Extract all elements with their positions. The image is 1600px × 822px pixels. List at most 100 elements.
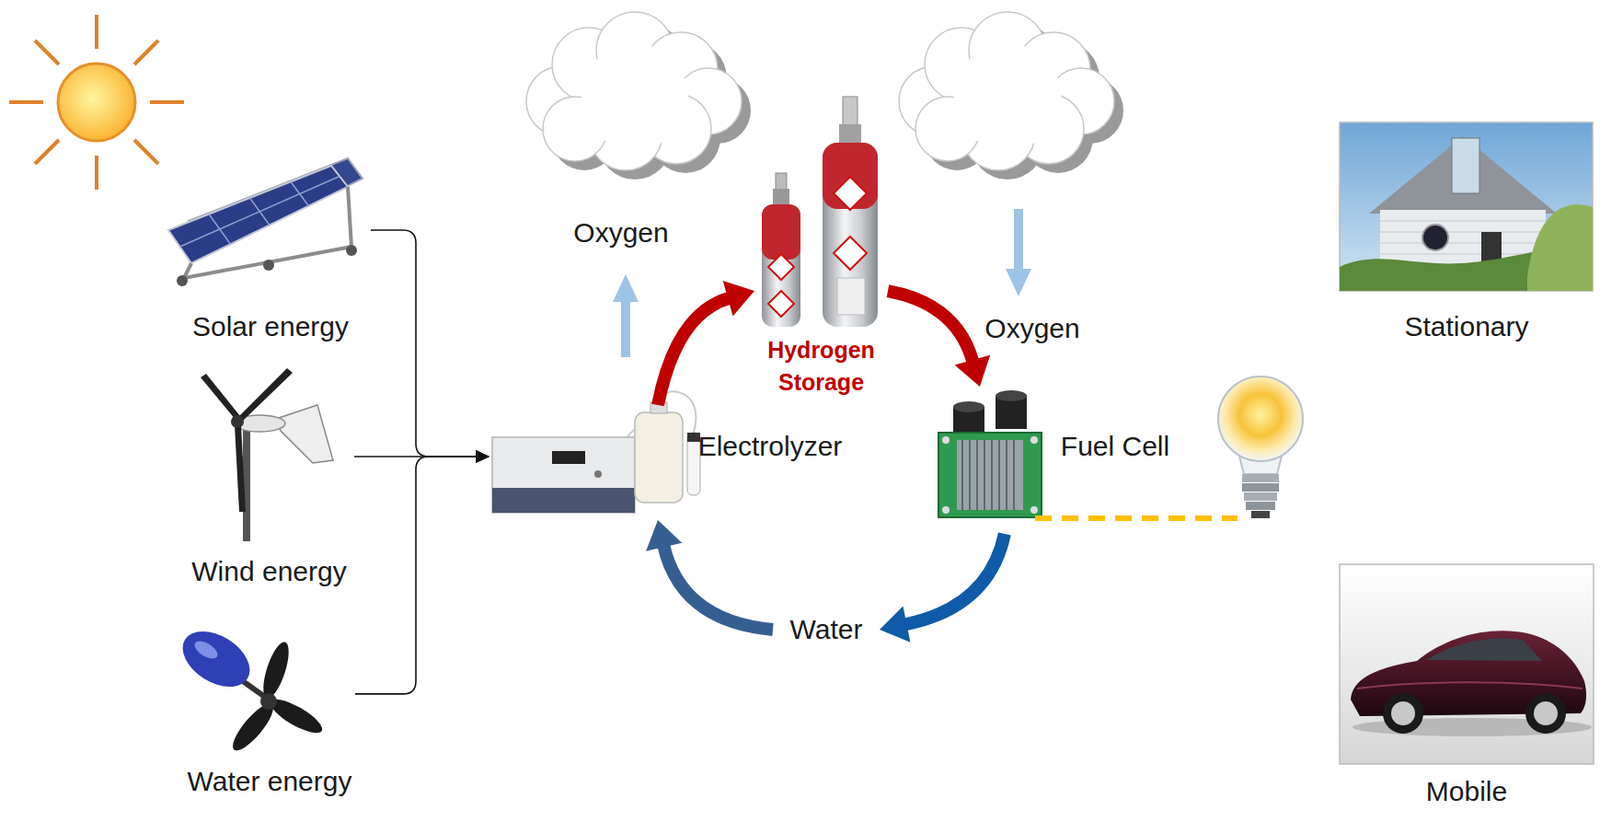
solar-panel	[347, 186, 352, 247]
car-photo	[1382, 692, 1424, 734]
cloud	[535, 21, 751, 180]
gas-cylinder	[822, 142, 878, 327]
connector-line	[904, 533, 1005, 625]
cloud	[526, 11, 751, 180]
gas-cylinder	[761, 204, 801, 260]
solar-panel	[184, 186, 352, 278]
connector-line	[354, 455, 477, 458]
solar-panel	[263, 259, 275, 271]
connector-line	[657, 298, 730, 405]
sun	[94, 155, 99, 190]
cycle-arrow	[657, 280, 755, 405]
water-turbine	[172, 620, 260, 699]
fuel-cell-stack	[983, 439, 986, 510]
oxygen-arrow	[612, 274, 639, 302]
wind-turbine	[234, 425, 246, 512]
solar-panel	[180, 176, 341, 248]
bracket-connector	[370, 230, 490, 463]
electrolyzer-device	[594, 470, 602, 478]
wind-turbine	[238, 368, 293, 422]
cloud	[581, 43, 689, 150]
car-photo	[1525, 692, 1566, 734]
house-photo	[1380, 242, 1546, 244]
node-caption: Solar energy	[170, 310, 371, 344]
solar-panel	[168, 158, 363, 287]
wind-turbine	[200, 373, 241, 420]
car-photo	[1391, 701, 1416, 726]
car-photo	[1357, 681, 1583, 689]
fuel-cell-stack	[956, 439, 1024, 510]
water-turbine	[260, 692, 277, 710]
solar-panel	[184, 246, 352, 278]
light-bulb	[1218, 376, 1303, 518]
water-node: Water	[772, 609, 880, 650]
node-caption: Hydrogen Storage	[754, 333, 888, 399]
light-bulb	[1251, 510, 1270, 518]
node-caption: Mobile	[1339, 774, 1594, 808]
cloud	[898, 11, 1115, 171]
node-caption: Water	[772, 612, 880, 646]
connector-line	[887, 290, 973, 362]
house-photo	[1527, 204, 1593, 291]
wind-turbine	[230, 414, 244, 428]
fuel-cell-stack	[1030, 506, 1038, 514]
light-bulb	[1242, 473, 1279, 483]
power-line	[1035, 515, 1238, 521]
fuel-cell-stack	[1012, 439, 1015, 510]
fuel-cell-stack	[976, 439, 979, 510]
wind-turbine	[200, 368, 334, 542]
light-bulb	[1245, 501, 1276, 510]
arrow-head	[723, 280, 755, 317]
sun	[149, 100, 185, 104]
fuel-cell: Fuel Cell	[931, 386, 1180, 534]
gas-cylinder	[842, 96, 858, 127]
fuel-cell-stack	[938, 432, 1042, 518]
sun	[9, 100, 44, 104]
house-photo	[1339, 122, 1593, 291]
car-photo	[1533, 701, 1558, 726]
car-photo	[1339, 564, 1594, 764]
house-photo	[1422, 224, 1449, 251]
arrow-head	[645, 519, 682, 552]
gas-cylinder	[772, 188, 790, 206]
fuel-cell-stack	[995, 390, 1027, 402]
cloud	[908, 21, 1124, 180]
gas-cylinder	[833, 176, 867, 210]
electrolyzer-device	[658, 391, 696, 433]
fuel-cell-stack	[1005, 439, 1008, 510]
gas-label: Oxygen	[556, 216, 686, 250]
car-photo	[1426, 637, 1543, 661]
oxygen-arrow	[621, 299, 631, 357]
house-photo	[1380, 220, 1546, 222]
gas-cylinder	[768, 253, 795, 280]
oxygen-arrow	[612, 208, 1032, 357]
node-caption: Fuel Cell	[1050, 429, 1180, 463]
arrow-head	[955, 355, 991, 387]
arrow-head	[475, 449, 490, 463]
electrolyzer-device	[650, 402, 668, 414]
connector-line	[663, 544, 773, 630]
mobile-use: Mobile	[1339, 564, 1594, 811]
water-turbine	[258, 638, 295, 701]
gas-cylinder	[837, 277, 865, 315]
cloud	[898, 11, 1124, 180]
house-photo	[1451, 138, 1480, 194]
node-caption: Water energy	[184, 764, 356, 798]
light-bulb	[1242, 483, 1279, 492]
wind-turbine	[276, 404, 334, 463]
gas-cylinder	[833, 236, 867, 270]
electrolyzer-device	[492, 391, 701, 513]
sun	[9, 14, 185, 190]
stationary-use: Stationary	[1339, 122, 1594, 348]
house-photo	[1380, 253, 1546, 255]
sun	[134, 40, 159, 65]
cycle-arrow	[887, 290, 990, 387]
cycle-arrow	[645, 519, 773, 630]
fuel-cell-stack	[953, 401, 985, 413]
fuel-cell-stack	[990, 439, 993, 510]
sun	[134, 139, 159, 164]
solar-panel	[176, 275, 188, 287]
house-photo	[1380, 231, 1546, 233]
electrolyzer-device	[492, 487, 635, 513]
